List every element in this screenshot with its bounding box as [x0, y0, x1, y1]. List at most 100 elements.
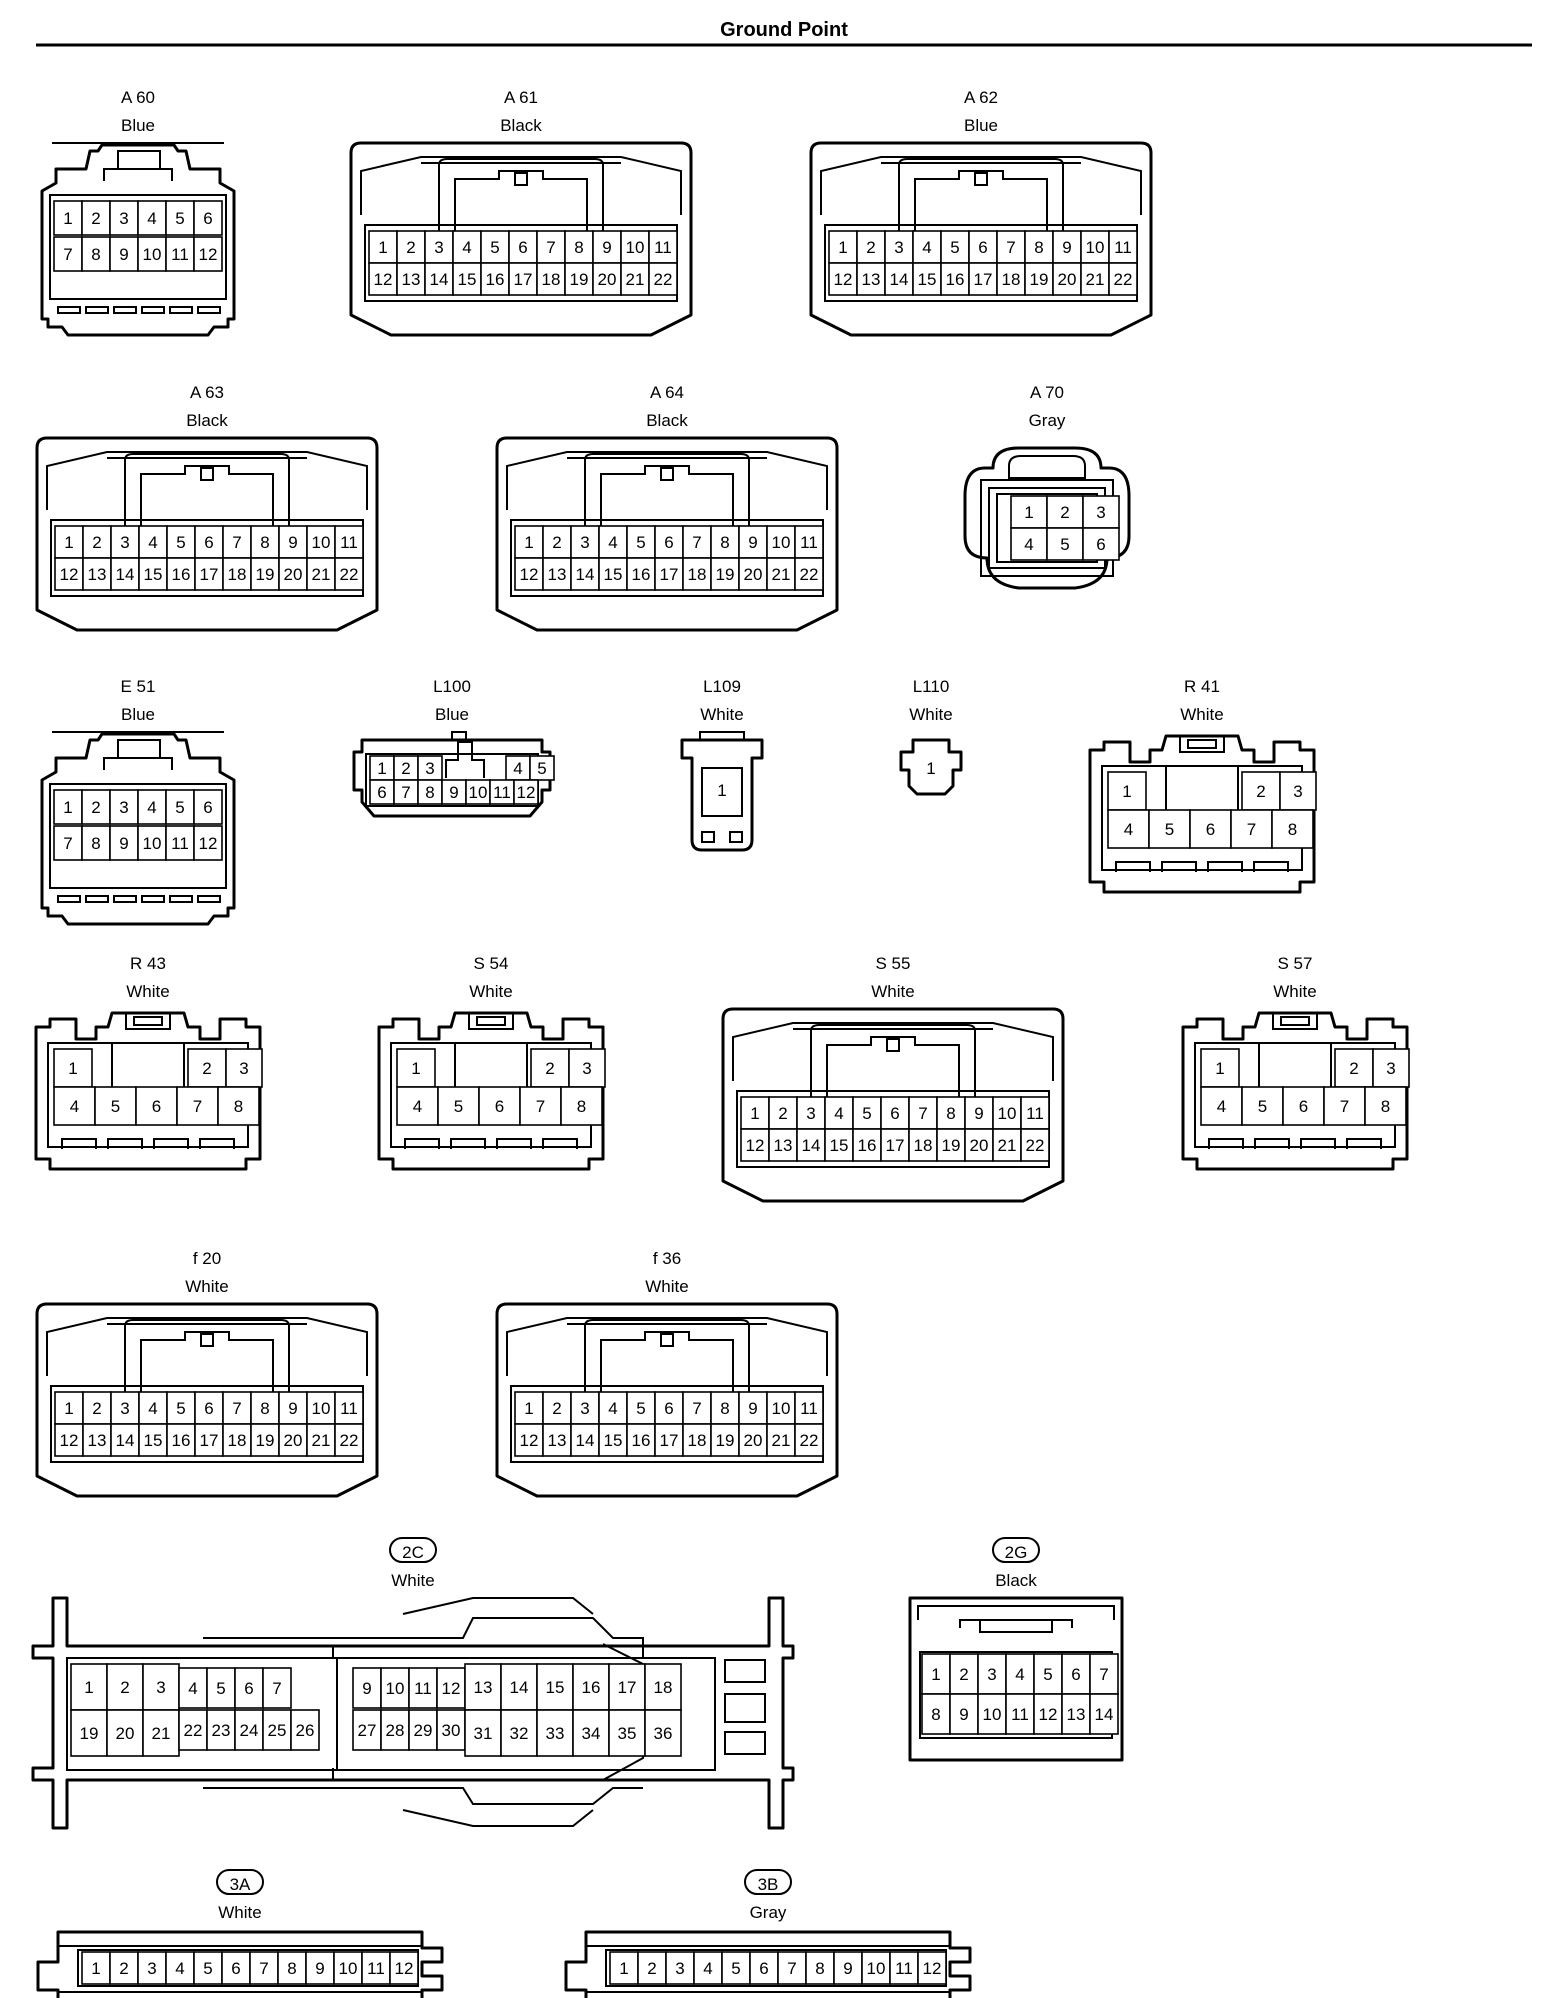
pin-number: 21 — [772, 1431, 791, 1450]
pin-number: 5 — [175, 209, 184, 228]
pin-number: 22 — [1026, 1136, 1045, 1155]
pin-cell — [489, 779, 515, 805]
pin-number: 19 — [942, 1136, 961, 1155]
pin-number: 22 — [654, 270, 673, 289]
housing-outline — [600, 1331, 734, 1402]
connector-color: Blue — [121, 116, 155, 135]
pin-number: 8 — [574, 238, 583, 257]
pin-cell — [1271, 809, 1314, 849]
pin-cell — [81, 825, 111, 861]
pin-cell — [480, 230, 510, 264]
pin-number: 12 — [199, 834, 218, 853]
pin-cell — [514, 1423, 544, 1457]
pin-number: 13 — [88, 1431, 107, 1450]
latch — [468, 1012, 514, 1030]
connector-color: Black — [646, 411, 688, 430]
pin-number: 19 — [716, 565, 735, 584]
pin-number: 9 — [974, 1104, 983, 1123]
pin-number: 9 — [119, 245, 128, 264]
pin-cell — [740, 1128, 770, 1162]
connector-color: Gray — [1029, 411, 1066, 430]
pin-number: 1 — [411, 1059, 420, 1078]
pin-number: 1 — [378, 238, 387, 257]
pin-number: 29 — [414, 1721, 433, 1740]
pin-cell — [82, 1391, 112, 1425]
latch — [1280, 1016, 1310, 1026]
housing-outline — [451, 731, 467, 740]
pin-number: 6 — [759, 1959, 768, 1978]
connector-color: White — [469, 982, 512, 1001]
connector-id: 2C — [402, 1543, 424, 1562]
pin-number: 8 — [946, 1104, 955, 1123]
pin-number: 23 — [212, 1721, 231, 1740]
lock-slot — [1115, 861, 1151, 872]
pin-cell — [166, 1423, 196, 1457]
latch — [1187, 739, 1217, 749]
pin-number: 4 — [1024, 535, 1033, 554]
connector-color: White — [909, 705, 952, 724]
lock-slot — [1208, 1138, 1244, 1149]
housing-outline — [699, 731, 745, 740]
pin-number: 3 — [120, 1399, 129, 1418]
pin-cell — [794, 1391, 824, 1425]
pin-number: 22 — [340, 1431, 359, 1450]
pin-number: 2 — [959, 1665, 968, 1684]
pin-number: 1 — [619, 1959, 628, 1978]
housing-outline — [124, 453, 290, 536]
pin-number: 4 — [1124, 820, 1133, 839]
pin-number: 19 — [80, 1724, 99, 1743]
pin-number: 5 — [454, 1097, 463, 1116]
connector-id: 2G — [1005, 1543, 1028, 1562]
pin-number: 9 — [843, 1959, 852, 1978]
lock-slot — [1161, 861, 1197, 872]
pin-number: 1 — [68, 1059, 77, 1078]
pin-number: 17 — [660, 1431, 679, 1450]
pin-cell — [225, 1048, 263, 1088]
pin-cell — [794, 1423, 824, 1457]
housing-outline — [46, 451, 368, 510]
connector-id: A 60 — [121, 88, 155, 107]
pin-number: 2 — [647, 1959, 656, 1978]
pin-number: 10 — [339, 1959, 358, 1978]
pin-number: 3 — [147, 1959, 156, 1978]
pin-number: 35 — [618, 1724, 637, 1743]
pin-cell — [880, 1128, 910, 1162]
pin-cell — [436, 1667, 466, 1709]
pin-number: 33 — [546, 1724, 565, 1743]
pin-number: 4 — [703, 1959, 712, 1978]
pin-cell — [464, 1709, 502, 1757]
pin-number: 4 — [70, 1097, 79, 1116]
pin-number: 7 — [232, 1399, 241, 1418]
pin-cell — [693, 1951, 723, 1985]
connector-id: S 57 — [1278, 954, 1313, 973]
housing-outline — [810, 1024, 976, 1107]
pin-number: 4 — [834, 1104, 843, 1123]
pin-cell — [137, 789, 167, 825]
pin-number: 11 — [1011, 1705, 1029, 1724]
connector-color: White — [700, 705, 743, 724]
pin-cell — [53, 200, 83, 236]
latch — [200, 1333, 214, 1347]
latch — [133, 1016, 163, 1026]
pin-number: 18 — [542, 270, 561, 289]
pin-cell — [1108, 262, 1138, 296]
pin-cell — [721, 1951, 751, 1985]
pin-number: 18 — [228, 565, 247, 584]
pin-cell — [437, 1086, 480, 1126]
pin-number: 6 — [152, 1097, 161, 1116]
pin-number: 16 — [582, 1678, 601, 1697]
pin-number: 15 — [458, 270, 477, 289]
pin-number: 13 — [548, 565, 567, 584]
